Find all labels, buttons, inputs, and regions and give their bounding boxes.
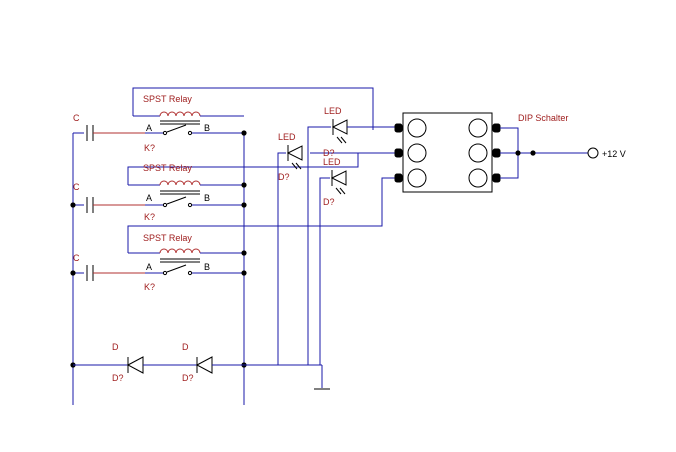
diode-2 xyxy=(195,356,213,374)
capacitor-2-label: C xyxy=(73,182,80,192)
ground-symbol xyxy=(314,365,330,390)
relay-3-coil-wire xyxy=(127,177,397,253)
led-2-label: LED xyxy=(278,132,296,142)
dip-switch: DIP Schalter xyxy=(394,112,568,193)
led-1-return-wire xyxy=(307,126,331,365)
diode-2-label: D xyxy=(182,342,189,352)
relay-1-coil-wire xyxy=(132,87,374,130)
supply-terminal xyxy=(587,147,599,159)
led-2-ref: D? xyxy=(278,172,290,182)
led-1-ref: D? xyxy=(323,148,335,158)
relay-2-label: SPST Relay xyxy=(143,163,192,173)
diode-row: D D? D D? xyxy=(73,342,322,383)
relay-2: SPST Relay A B K? C xyxy=(73,152,359,222)
led-3: LED D? xyxy=(323,157,347,207)
relay-3: SPST Relay A B K? C xyxy=(73,177,397,292)
led-1: LED D? xyxy=(323,106,397,158)
led-1-label: LED xyxy=(324,106,342,116)
diode-1-label: D xyxy=(112,342,119,352)
relay-1-label: SPST Relay xyxy=(143,94,192,104)
diode-2-ref: D? xyxy=(182,373,194,383)
led-2-return-wire xyxy=(277,152,286,365)
dip-switch-label: DIP Schalter xyxy=(518,113,568,123)
relay-1-pin-b: B xyxy=(204,123,210,133)
relay-3-ref: K? xyxy=(144,282,155,292)
led-3-return-wire xyxy=(319,177,330,365)
relay-2-coil-wire xyxy=(127,152,359,185)
led-3-label: LED xyxy=(323,157,341,167)
capacitor-1-label: C xyxy=(73,113,80,123)
relay-1-pin-a: A xyxy=(146,123,152,133)
diode-1 xyxy=(126,356,144,374)
led-3-ref: D? xyxy=(323,197,335,207)
capacitor-3-label: C xyxy=(73,253,80,263)
relay-1-ref: K? xyxy=(144,143,155,153)
relay-2-ref: K? xyxy=(144,212,155,222)
led-2: LED D? xyxy=(278,132,303,182)
supply-label: +12 V xyxy=(602,149,626,159)
relay-3-pin-b: B xyxy=(204,262,210,272)
relay-1: SPST Relay A B K? C xyxy=(73,87,374,153)
diode-1-ref: D? xyxy=(112,373,124,383)
relay-3-pin-a: A xyxy=(146,262,152,272)
relay-2-pin-b: B xyxy=(204,193,210,203)
relay-3-label: SPST Relay xyxy=(143,233,192,243)
relay-2-pin-a: A xyxy=(146,193,152,203)
